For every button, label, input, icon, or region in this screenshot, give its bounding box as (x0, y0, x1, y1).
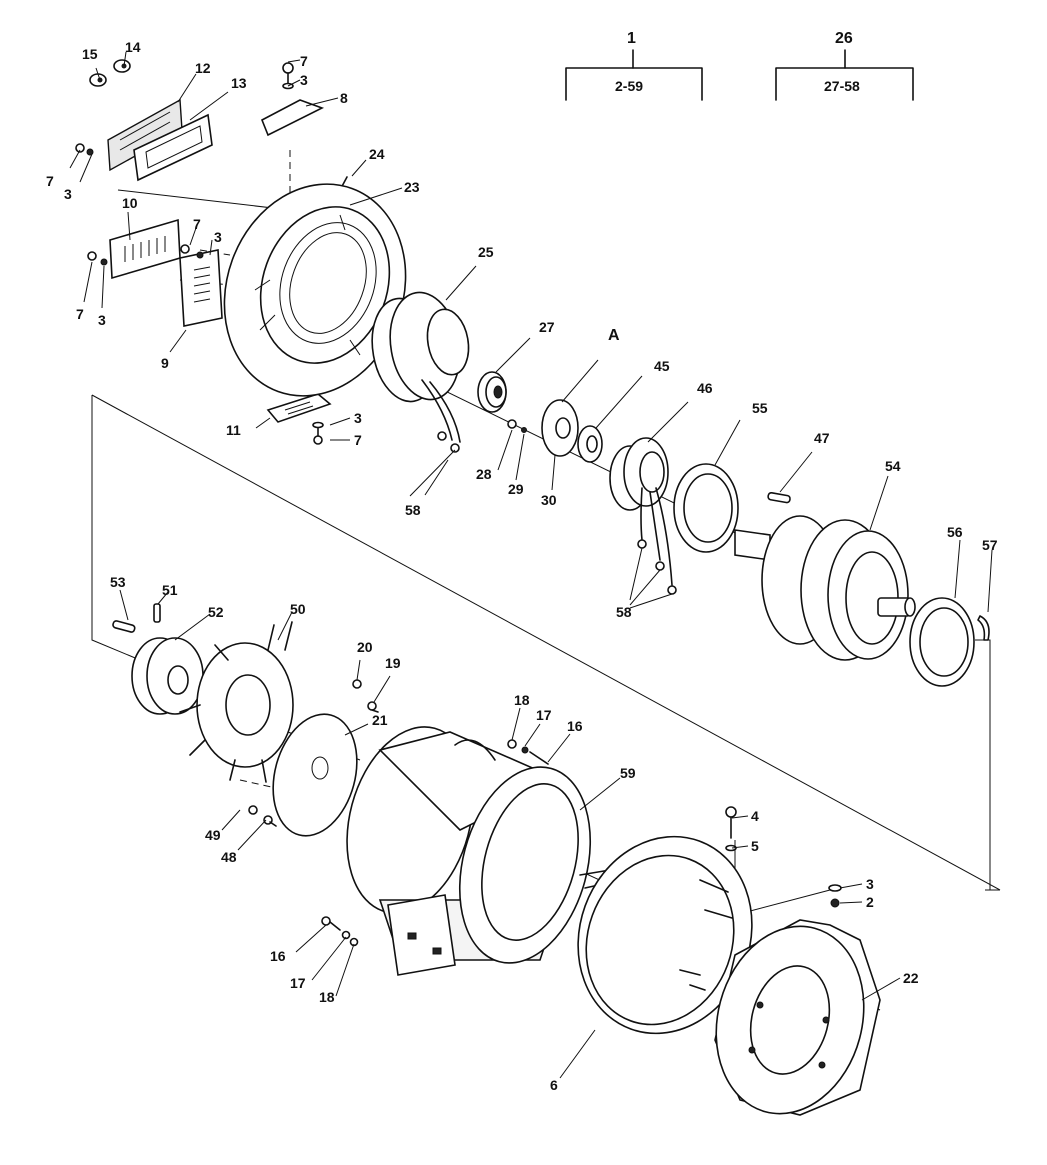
callout-label: 14 (125, 39, 141, 55)
callout-label: 2 (866, 894, 874, 910)
callout-label: 55 (752, 400, 768, 416)
callout-label: 11 (226, 422, 241, 438)
callout-label: 57 (982, 537, 998, 553)
callout-label: 30 (541, 492, 557, 508)
callout-label: 21 (372, 712, 388, 728)
group-item-range: 2-59 (615, 78, 644, 94)
callout-label: 7 (46, 173, 54, 189)
end-plate-22 (714, 919, 881, 1116)
end-bell-23 (223, 183, 407, 397)
callout-label: 56 (947, 524, 963, 540)
callout-label: 3 (214, 229, 222, 245)
key-47 (767, 491, 791, 504)
cover-plate-8 (260, 99, 325, 137)
lug-14 (113, 59, 131, 73)
bearing-cap-30 (541, 399, 579, 457)
view-label: A (608, 327, 620, 344)
callout-label: 10 (122, 195, 138, 211)
callout-label: 52 (208, 604, 224, 620)
group-assembly-number: 26 (835, 30, 853, 47)
callout-label: 3 (300, 72, 308, 88)
gasket-13 (133, 113, 213, 182)
exciter-stator-25 (371, 291, 470, 453)
callout-label: 13 (231, 75, 247, 91)
callout-label: 49 (205, 827, 221, 843)
callout-label: 3 (98, 312, 106, 328)
callout-label: 7 (300, 53, 308, 69)
callout-label: 27 (539, 319, 555, 335)
drive-hub-52 (131, 637, 204, 715)
cover-plate-10 (109, 218, 181, 280)
callout-label: 28 (476, 466, 492, 482)
callout-label: 48 (221, 849, 237, 865)
callout-label: 59 (620, 765, 636, 781)
callout-label: 3 (866, 876, 874, 892)
callout-label: 54 (885, 458, 901, 474)
fan-hub-plate-21 (272, 713, 358, 837)
callout-label: 58 (616, 604, 632, 620)
rotor-54 (734, 515, 916, 661)
balance-ring-55 (673, 463, 739, 553)
exciter-rotor-46 (609, 437, 677, 595)
callout-label: 23 (404, 179, 420, 195)
callout-label: 29 (508, 481, 524, 497)
callout-label: 15 (82, 46, 98, 62)
group-bracket-26 (775, 49, 914, 101)
callout-label: 3 (64, 186, 72, 202)
callout-label: 50 (290, 601, 306, 617)
retaining-ring-57 (977, 615, 990, 641)
callout-label: 18 (319, 989, 335, 1005)
screw-hardware-group (75, 62, 842, 947)
group-item-range: 27-58 (824, 78, 860, 94)
callout-label: 22 (903, 970, 919, 986)
callout-label: 7 (76, 306, 84, 322)
callout-label: 47 (814, 430, 830, 446)
bearing-27 (477, 371, 507, 413)
band-6 (577, 835, 753, 1035)
callout-leaders (69, 51, 993, 1079)
callout-label: 51 (162, 582, 178, 598)
cover-plate-9 (179, 249, 223, 327)
callout-label: 25 (478, 244, 494, 260)
callout-label: 7 (354, 432, 362, 448)
pin-51 (153, 603, 161, 623)
callout-label: 3 (354, 410, 362, 426)
callout-label: 7 (193, 216, 201, 232)
callout-label: 53 (110, 574, 126, 590)
callout-label: 17 (536, 707, 552, 723)
group-bracket-1 (565, 49, 703, 101)
retainer-45 (577, 425, 603, 463)
stator-housing-59 (346, 726, 615, 976)
callout-label: 8 (340, 90, 348, 106)
callout-label: 24 (369, 146, 385, 162)
lug-15 (89, 73, 107, 87)
callout-label: 16 (270, 948, 286, 964)
callout-label: 18 (514, 692, 530, 708)
callout-label: 19 (385, 655, 401, 671)
callout-label: 17 (290, 975, 306, 991)
callout-label: 12 (195, 60, 211, 76)
cover-plate-11 (266, 393, 332, 423)
callout-label: 16 (567, 718, 583, 734)
callout-label: 20 (357, 639, 373, 655)
callout-label: 46 (697, 380, 713, 396)
callout-label: 58 (405, 502, 421, 518)
callout-label: 5 (751, 838, 759, 854)
callout-label: 6 (550, 1077, 558, 1093)
key-53 (112, 620, 136, 633)
fan-50 (179, 621, 301, 783)
group-assembly-number: 1 (627, 30, 636, 47)
callout-label: 9 (161, 355, 169, 371)
callout-label: 45 (654, 358, 670, 374)
balance-ring-56 (909, 597, 975, 687)
callout-label: 4 (751, 808, 759, 824)
